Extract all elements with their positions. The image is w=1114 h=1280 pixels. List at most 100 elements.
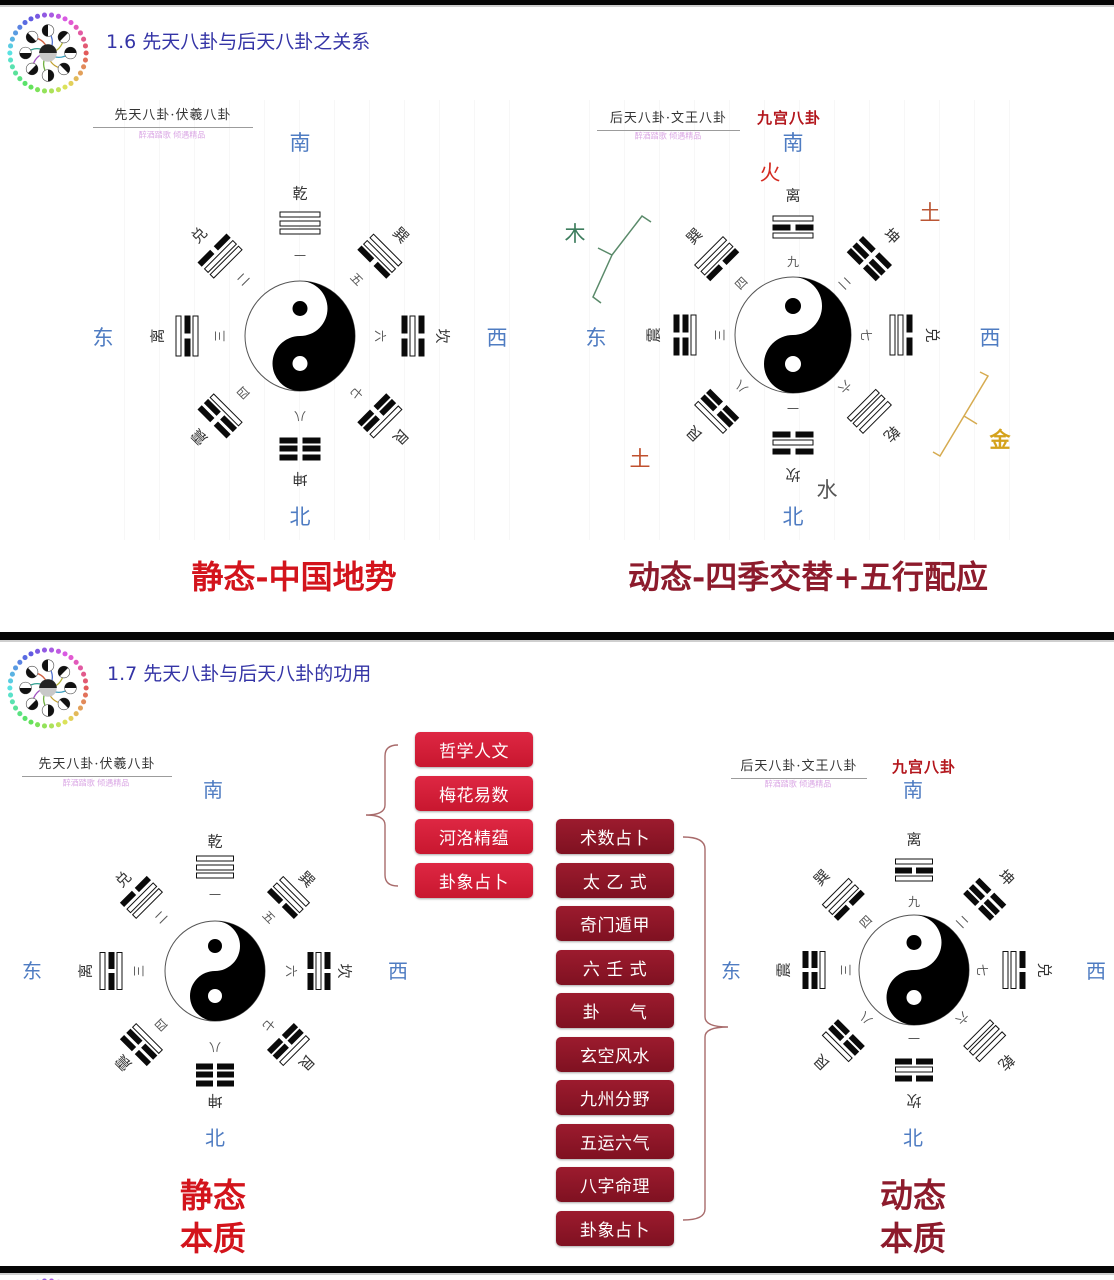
xiantian-diagram-subtitle: 醉酒踏歌 倾遇精品 [62, 778, 130, 788]
yin-line [418, 315, 425, 357]
houtian-diagram-title: 后天八卦·文王八卦 [731, 758, 867, 779]
yang-line [889, 314, 896, 356]
trigram-label: 乾 [994, 1050, 1018, 1074]
trigram-li-icon [772, 215, 814, 239]
dynamic-functions-list: 术数占卜 太 乙 式 奇门遁甲 六 壬 式 卦 气 玄空风水 九州分野 五运六气… [556, 819, 674, 1246]
trigram-label: 震 [774, 962, 793, 978]
yang-line [819, 951, 826, 989]
trigram-number: 八 [293, 409, 307, 423]
trigram-number: 三 [132, 964, 146, 978]
yin-yang-icon [244, 280, 356, 392]
yang-line [196, 864, 234, 870]
course-logo-icon [4, 644, 92, 732]
jiugong-bagua-badge: 九宫八卦 [757, 109, 822, 127]
element-earth-gen: 土 [629, 447, 651, 471]
trigram-label: 乾 [292, 184, 308, 203]
direction-north: 北 [289, 505, 311, 529]
direction-west: 西 [979, 326, 1001, 350]
trigram-label: 离 [906, 830, 922, 849]
trigram-kan-icon [401, 315, 425, 357]
direction-south: 南 [782, 131, 804, 155]
yang-line [1002, 951, 1009, 989]
yin-line [307, 952, 314, 990]
trigram-number: 三 [713, 328, 727, 342]
direction-west: 西 [486, 326, 508, 350]
houtian-diagram-subtitle: 醉酒踏歌 倾遇精品 [634, 131, 702, 141]
yang-line [690, 314, 697, 356]
yang-line [196, 855, 234, 862]
trigram-number: 一 [907, 1031, 921, 1045]
yang-line [895, 858, 933, 865]
trigram-kun-icon [279, 437, 321, 461]
direction-west: 西 [388, 959, 408, 983]
trigram-label: 坤 [207, 1091, 223, 1110]
slide-separator [0, 1266, 1114, 1275]
trigram-label: 坎 [335, 963, 354, 979]
trigram-kun-icon [196, 1063, 234, 1087]
trigram-li-icon [175, 315, 199, 357]
trigram-label: 坤 [292, 469, 308, 488]
yang-line [772, 440, 814, 446]
trigram-label: 兑 [111, 867, 136, 892]
slide-separator-top [0, 0, 1114, 7]
function-box-bazi: 八字命理 [556, 1167, 674, 1202]
yang-line [279, 220, 321, 226]
slide-title: 1.7 先天八卦与后天八卦的功用 [107, 663, 372, 685]
yang-line [772, 215, 814, 222]
yin-line [802, 951, 809, 989]
yin-line [196, 1063, 234, 1070]
yang-line [116, 952, 123, 990]
xiantian-diagram-title: 先天八卦·伏羲八卦 [93, 107, 253, 128]
yin-line [906, 314, 913, 356]
yin-line [401, 315, 408, 357]
function-box-guaxiang-2: 卦象占卜 [556, 1210, 674, 1246]
yin-line [279, 437, 321, 444]
yang-line [316, 952, 322, 990]
trigram-kan-icon [895, 1058, 933, 1082]
yang-line [772, 232, 814, 239]
function-box-liuren: 六 壬 式 [556, 949, 674, 985]
caption-dynamic-essence: 动态 本质 [880, 1174, 946, 1260]
trigram-label: 巽 [810, 866, 834, 890]
yin-line [1019, 951, 1026, 989]
yin-line [196, 1080, 234, 1087]
direction-south: 南 [903, 778, 923, 802]
yin-line [895, 1058, 933, 1065]
direction-north: 北 [782, 505, 804, 529]
trigram-number: 一 [786, 401, 800, 415]
yang-line [175, 315, 182, 357]
yin-line [324, 952, 331, 990]
trigram-number: 八 [208, 1040, 222, 1054]
yin-line [682, 314, 688, 356]
function-box-heluo: 河洛精蕴 [415, 819, 533, 854]
function-box-guaqi: 卦 气 [556, 993, 674, 1028]
trigram-label: 坤 [994, 866, 1018, 890]
function-box-xuankong: 玄空风水 [556, 1036, 674, 1072]
yin-line [673, 314, 680, 356]
direction-west: 西 [1086, 959, 1106, 983]
function-box-philosophy: 哲学人文 [415, 732, 533, 767]
trigram-label: 艮 [294, 1050, 319, 1075]
direction-east: 东 [721, 959, 741, 983]
trigram-label: 兑 [923, 327, 942, 343]
trigram-kan-icon [307, 952, 331, 990]
function-box-shushu: 术数占卜 [556, 819, 674, 854]
right-brace-icon [682, 836, 729, 1221]
yin-line [895, 1075, 933, 1082]
jiugong-bagua-badge: 九宫八卦 [892, 758, 957, 776]
trigram-dui-icon [1002, 951, 1026, 989]
trigram-label: 艮 [810, 1050, 834, 1074]
caption-line: 本质 [180, 1219, 246, 1258]
trigram-label: 震 [111, 1050, 136, 1075]
trigram-number: 七 [975, 963, 989, 977]
element-fire: 火 [759, 161, 781, 185]
trigram-number: 三 [213, 329, 227, 343]
trigram-zhen-icon [802, 951, 826, 989]
trigram-number: 一 [208, 888, 222, 902]
trigram-qian-icon [279, 211, 321, 235]
function-box-wuyun: 五运六气 [556, 1123, 674, 1159]
trigram-label: 离 [785, 186, 801, 205]
trigram-li-icon [895, 858, 933, 882]
direction-east: 东 [22, 959, 42, 983]
caption-line: 本质 [880, 1219, 946, 1258]
